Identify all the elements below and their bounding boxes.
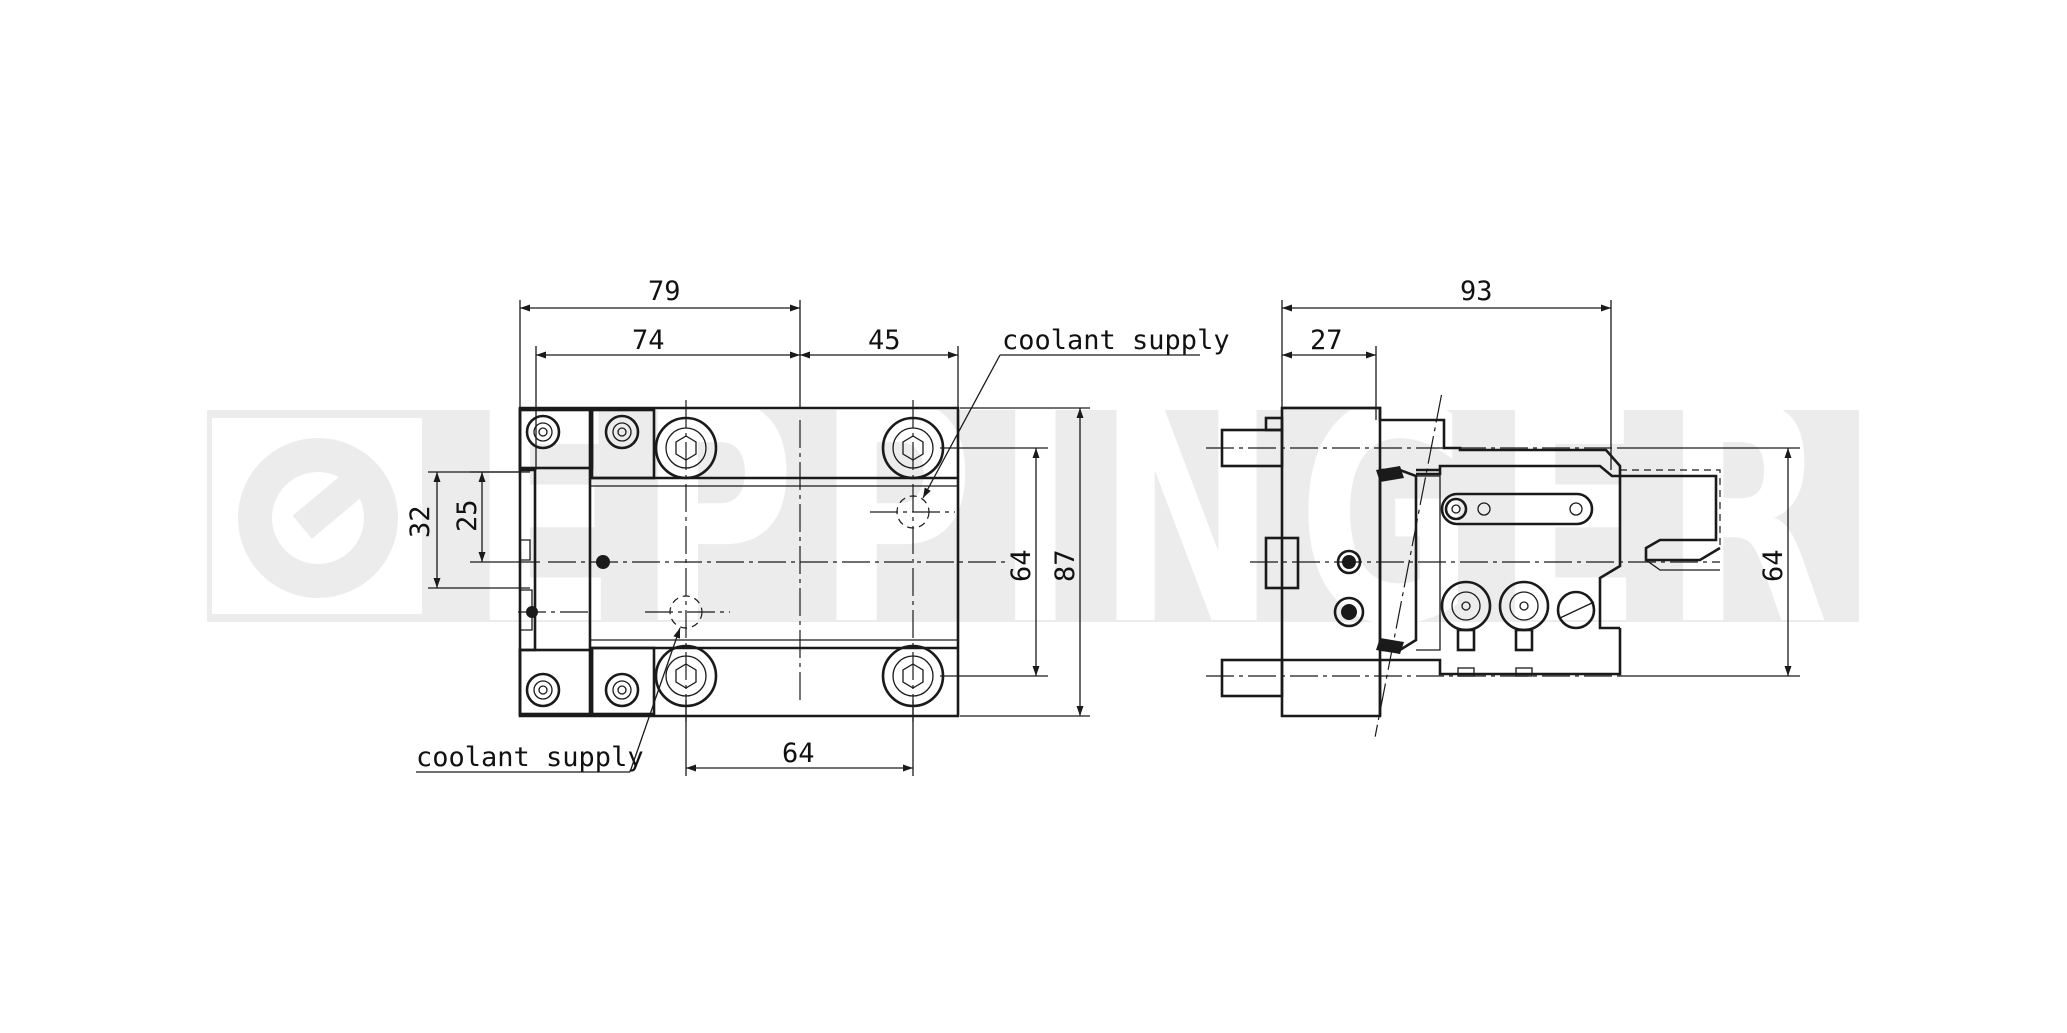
dim-74-label: 74 [632, 325, 665, 356]
side-hidden-edge [1620, 469, 1721, 548]
side-screw-icon [1444, 497, 1468, 521]
dimension-25: 25 [452, 471, 540, 563]
front-left-detail [520, 589, 533, 631]
dim-87-label: 87 [1050, 549, 1081, 582]
side-key [1264, 536, 1300, 590]
side-detent [1376, 466, 1404, 482]
small-screw-icon [604, 672, 640, 708]
front-body-outline [518, 406, 960, 718]
side-inner-face [1416, 475, 1441, 651]
small-screw-icon [525, 414, 561, 450]
dim-64-side-label: 64 [1758, 549, 1789, 582]
coolant-supply-top-label: coolant supply [1002, 325, 1230, 356]
side-bottom-arm [1282, 628, 1622, 716]
coolant-supply-callout-top: coolant supply [922, 325, 1230, 499]
side-center-line [1374, 394, 1443, 737]
side-tab [1264, 416, 1284, 432]
dim-27-label: 27 [1310, 325, 1343, 356]
side-tool-holder [1416, 464, 1622, 630]
side-screw-icon [1477, 502, 1491, 516]
side-screw-icon [1569, 502, 1583, 516]
coolant-supply-bottom-label: coolant supply [416, 742, 644, 773]
side-view: 93 27 64 [1206, 276, 1800, 737]
front-left-detail [520, 539, 531, 561]
small-screw-icon [604, 414, 640, 450]
front-view: 79 74 45 32 25 64 [405, 276, 1230, 776]
dimension-87: 87 [960, 407, 1090, 717]
dimension-74: 74 [535, 325, 800, 470]
dim-93-label: 93 [1460, 276, 1493, 307]
dimension-45: 45 [800, 325, 959, 408]
watermark-logo-icon [212, 418, 422, 614]
small-screw-icon [525, 672, 561, 708]
dim-64-horizontal-label: 64 [782, 738, 815, 769]
watermark-text: EPPINGER [470, 342, 1850, 691]
coolant-supply-callout-bottom: coolant supply [416, 627, 681, 773]
dim-25-label: 25 [452, 499, 483, 532]
front-clamp-block [590, 408, 656, 480]
side-detent [1376, 638, 1404, 654]
front-clamp-block [590, 646, 656, 716]
dimension-64-side: 64 [1620, 447, 1800, 677]
dimension-64-horizontal: 64 [685, 700, 914, 776]
side-slotted-screw-icon [1556, 590, 1596, 630]
dim-79-label: 79 [648, 276, 681, 307]
watermark: EPPINGER [207, 342, 1859, 691]
side-cutting-insert [1620, 474, 1721, 562]
side-insert-edge [1645, 559, 1720, 571]
side-slot [1440, 492, 1594, 526]
side-nut [1456, 628, 1476, 652]
dim-64-vertical-label: 64 [1006, 549, 1037, 582]
dim-45-label: 45 [868, 325, 901, 356]
dim-32-label: 32 [405, 505, 436, 538]
side-nut [1514, 628, 1534, 652]
dimension-27: 27 [1282, 325, 1377, 420]
dimension-64-vertical: 64 [940, 447, 1048, 677]
side-pin-icon [1333, 596, 1365, 628]
